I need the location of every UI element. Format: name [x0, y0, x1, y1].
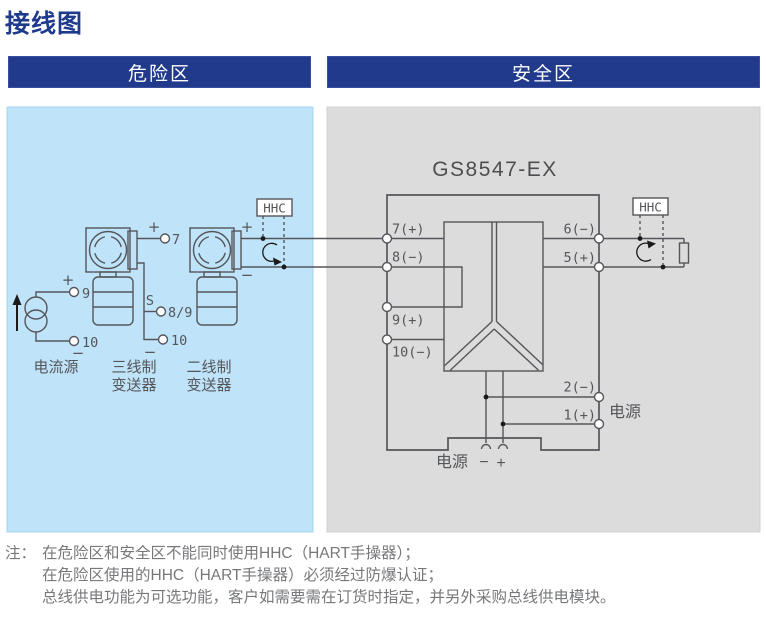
hart-loop-arrowhead — [647, 240, 656, 249]
junction-dot — [500, 421, 506, 427]
hart-loop-arrow-hazard — [262, 242, 278, 262]
hazard-zone-label: 危险区 — [127, 63, 191, 85]
power-side-label: 电源 — [609, 403, 641, 421]
3w-plus-sign: + — [148, 218, 161, 236]
hart-loop-arrow-safe — [636, 242, 652, 262]
wire-t8-t9-internal — [387, 266, 463, 308]
junction-dot — [483, 394, 489, 400]
terminal-3w-8-9 — [155, 306, 167, 317]
terminal-10-label: 10(−) — [392, 345, 433, 361]
terminal-9-label: 9(+) — [392, 313, 425, 329]
2w-minus-sign: − — [241, 266, 254, 284]
three-wire-transmitter-symbol — [85, 227, 171, 345]
hart-loop-arrowhead — [273, 257, 282, 266]
terminal-6 — [593, 233, 605, 244]
power-bottom-label: 电源 — [436, 453, 468, 471]
3w-terminal-8-9-label: 8/9 — [168, 305, 192, 321]
3w-signal-label: S — [146, 293, 154, 309]
junction-dot — [281, 264, 287, 270]
terminal-1-label: 1(+) — [563, 408, 596, 424]
current-source-label: 电流源 — [33, 359, 78, 376]
power-socket-plus — [497, 443, 509, 450]
isolation-amplifier-symbol — [443, 221, 544, 372]
terminal-7 — [381, 233, 393, 244]
terminal-8-label: 8(−) — [392, 250, 425, 266]
wire-cs-minus — [35, 332, 70, 342]
terminal-10 — [381, 334, 393, 345]
current-source-symbol — [12, 286, 80, 347]
note-line-1: 在危险区和安全区不能同时使用HHC（HART手操器）； — [42, 545, 420, 562]
hazard-area-circuit: + 9 10 − 电流源 + 7 — [12, 198, 383, 394]
safe-zone-header: 安全区 — [327, 56, 760, 88]
notes-prefix: 注： — [5, 545, 37, 562]
device-model-label: GS8547-EX — [432, 158, 558, 181]
up-arrow-icon — [12, 294, 22, 305]
power-minus-sign: − — [479, 454, 488, 471]
two-wire-label-line2: 变送器 — [186, 377, 231, 394]
terminal-1 — [593, 418, 605, 430]
load-resistor — [678, 242, 690, 264]
cs-terminal-10-label: 10 — [82, 335, 98, 351]
hazard-area-panel — [6, 106, 314, 533]
hhc-box-hazard — [256, 198, 293, 217]
cs-terminal-9-label: 9 — [82, 286, 90, 302]
junction-dot — [637, 236, 643, 241]
3w-terminal-10-label: 10 — [171, 333, 187, 349]
three-wire-label-line1: 三线制 — [111, 359, 156, 376]
note-line-2: 在危险区使用的HHC（HART手操器）必须经过防爆认证； — [42, 567, 444, 584]
hazard-zone-header: 危险区 — [8, 56, 311, 88]
wire-cs-plus — [35, 291, 70, 297]
two-wire-transmitter-symbol — [189, 227, 242, 326]
3w-minus-sign: − — [144, 343, 157, 361]
hhc-safe-label: HHC — [639, 200, 662, 215]
2w-plus-sign: + — [241, 218, 254, 236]
terminal-3w-10 — [157, 334, 169, 345]
page-title: 接线图 — [5, 10, 84, 38]
terminal-2 — [593, 391, 605, 403]
terminal-3w-7 — [159, 233, 171, 244]
terminal-5 — [593, 261, 605, 273]
terminal-2-label: 2(−) — [563, 380, 596, 396]
wire-3w-minus — [137, 262, 159, 341]
two-wire-label-line1: 二线制 — [186, 359, 231, 376]
hhc-hazard-label: HHC — [263, 201, 286, 216]
footnotes: 注： 在危险区和安全区不能同时使用HHC（HART手操器）； 在危险区使用的HH… — [5, 543, 763, 609]
terminal-6-label: 6(−) — [563, 222, 596, 238]
3w-terminal-7-label: 7 — [172, 232, 180, 248]
terminal-cs-10 — [68, 335, 80, 347]
note-line-3: 总线供电功能为可选功能，客户如需要需在订货时指定，并另外采购总线供电模块。 — [42, 589, 616, 606]
device-housing — [386, 194, 600, 451]
terminal-9 — [381, 301, 393, 313]
power-socket-minus — [480, 443, 492, 450]
terminal-8 — [381, 261, 393, 273]
cs-minus-sign: − — [72, 344, 85, 362]
terminal-7-label: 7(+) — [392, 222, 425, 238]
three-wire-label-line2: 变送器 — [111, 377, 156, 394]
safe-zone-label: 安全区 — [511, 63, 575, 85]
hhc-box-safe — [632, 197, 669, 216]
terminal-cs-9 — [68, 286, 80, 298]
junction-dot — [260, 236, 266, 241]
junction-dot — [660, 264, 666, 270]
safe-area-circuit: GS8547-EX — [381, 158, 690, 472]
power-plus-sign: + — [496, 455, 505, 472]
cs-plus-sign: + — [62, 271, 75, 289]
terminal-5-label: 5(+) — [563, 250, 596, 266]
notes-body: 在危险区和安全区不能同时使用HHC（HART手操器）； 在危险区使用的HHC（H… — [42, 543, 616, 609]
